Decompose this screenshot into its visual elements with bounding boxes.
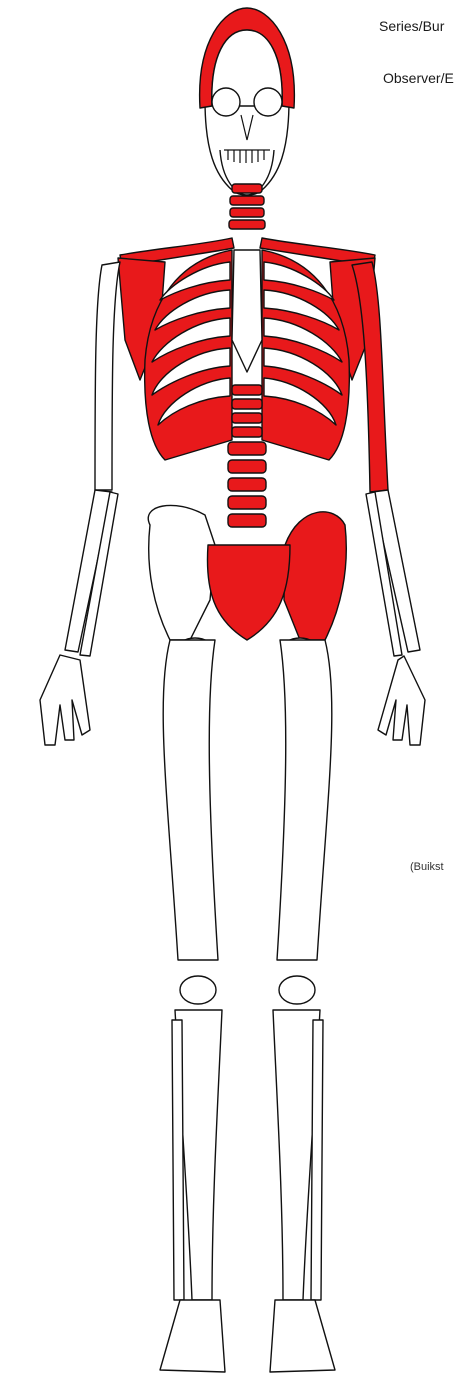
- lumbar-vertebra: [228, 496, 266, 509]
- right-hand: [40, 655, 90, 745]
- pelvis: [148, 505, 346, 662]
- sternum: [232, 250, 262, 372]
- left-foot: [270, 1300, 335, 1372]
- lumbar-vertebra: [228, 514, 266, 527]
- right-patella: [180, 976, 216, 1004]
- right-arm: [40, 262, 120, 745]
- left-fibula: [311, 1020, 323, 1300]
- left-os-coxae: [284, 512, 346, 640]
- lumbar-vertebra: [228, 478, 266, 491]
- thoracic-vertebra: [232, 385, 262, 395]
- thoracic-vertebra: [232, 413, 262, 423]
- right-os-coxae: [148, 505, 215, 640]
- left-femur: [277, 640, 332, 960]
- right-foot: [160, 1300, 225, 1372]
- right-orbit: [254, 88, 282, 116]
- cervical-vertebra: [230, 208, 264, 217]
- cervical-spine: [229, 184, 265, 229]
- cervical-vertebra: [230, 196, 264, 205]
- lumbar-vertebra: [228, 460, 266, 473]
- cervical-vertebra: [232, 184, 262, 193]
- skull: [200, 8, 295, 195]
- left-leg: [270, 640, 335, 1372]
- sacrum: [207, 545, 290, 640]
- thoracic-vertebra: [232, 427, 262, 437]
- left-orbit: [212, 88, 240, 116]
- right-fibula: [172, 1020, 184, 1300]
- thoracic-vertebra: [232, 399, 262, 409]
- lumbar-vertebra: [228, 442, 266, 455]
- left-arm: [352, 262, 425, 745]
- right-femur: [163, 640, 218, 960]
- cervical-vertebra: [229, 220, 265, 229]
- left-patella: [279, 976, 315, 1004]
- right-humerus: [95, 262, 120, 490]
- left-hand: [378, 656, 425, 745]
- lower-spine: [228, 385, 266, 527]
- right-leg: [160, 640, 225, 1372]
